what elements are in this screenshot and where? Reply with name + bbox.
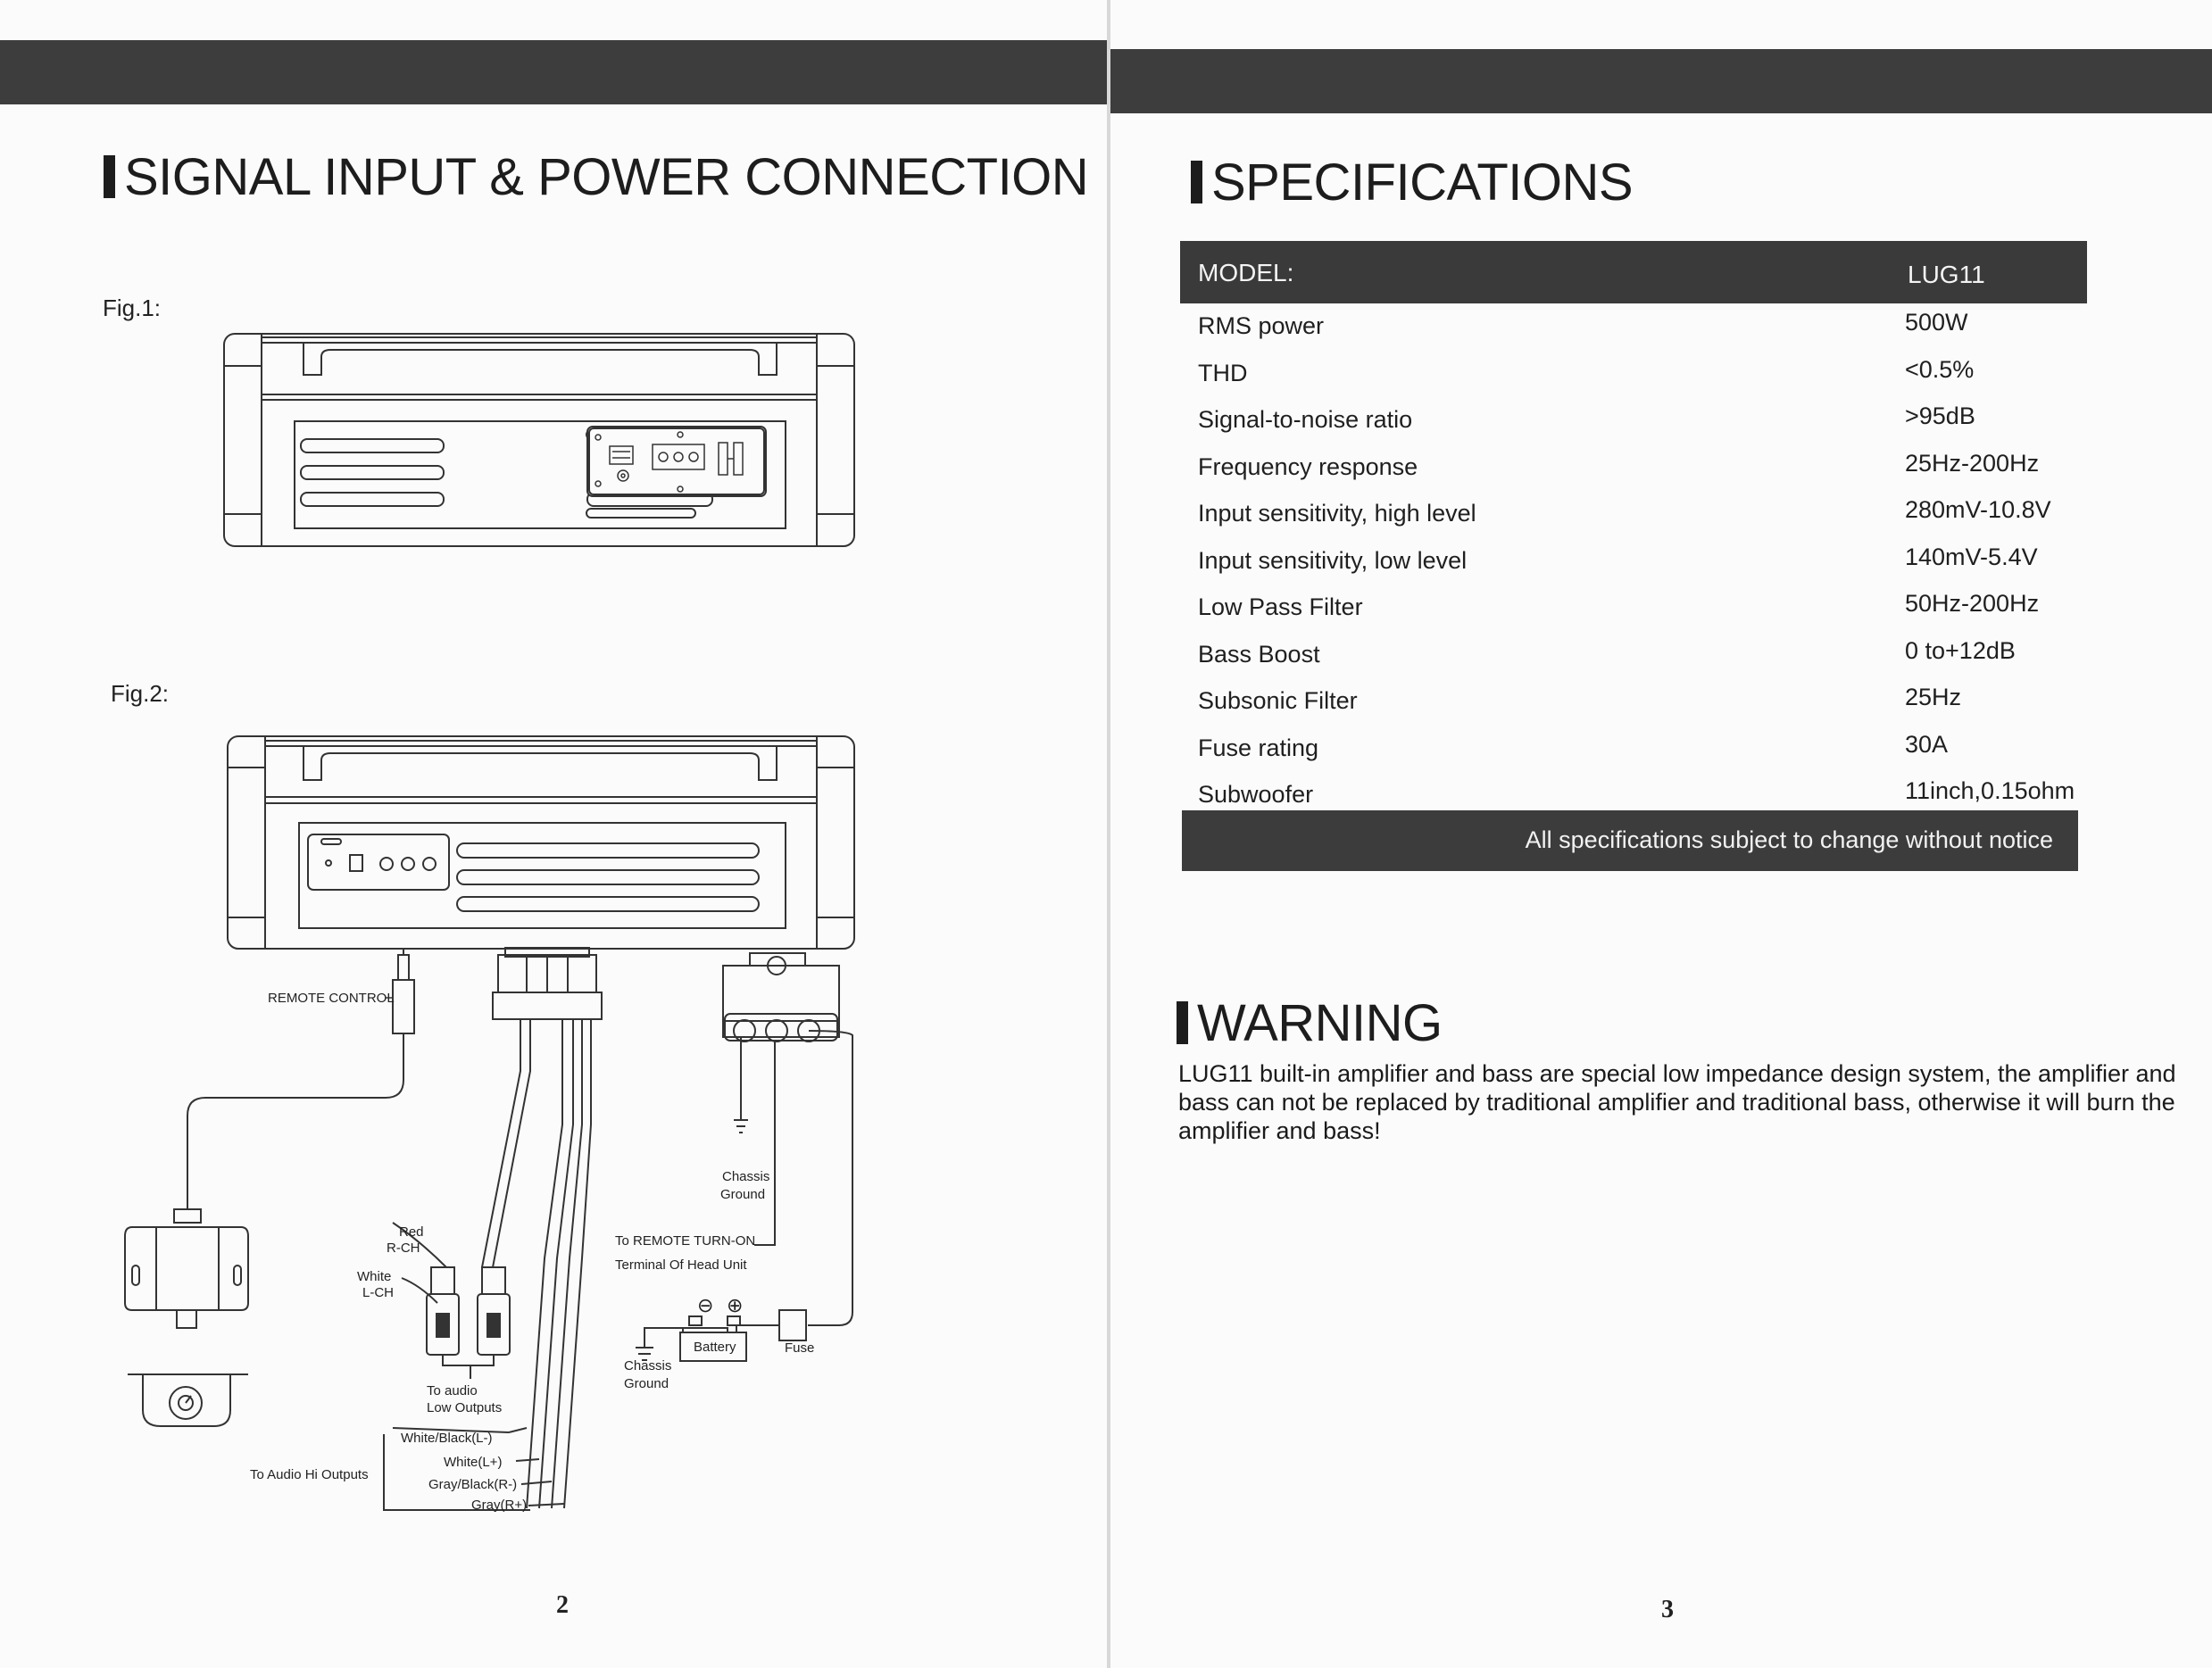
page-number-right: 3 [1661,1596,1674,1623]
spec-value: 11inch,0.15ohm [1905,777,2075,804]
warning-paragraph: LUG11 built-in amplifier and bass are sp… [1178,1060,2176,1144]
label-terminal-head-unit: Terminal Of Head Unit [615,1257,747,1273]
label-remote-control: REMOTE CONTROL [268,991,395,1006]
remote-control-unit [124,948,415,1427]
right-header-band [1110,49,2212,113]
label-to-audio-hi-outputs: To Audio Hi Outputs [250,1467,369,1482]
left-page: SIGNAL INPUT & POWER CONNECTION Fig.1: F… [0,40,1107,1619]
left-header-band [0,40,1107,104]
spec-row: Input sensitivity, low level 140mV-5.4V [1180,538,2087,585]
label-chassis-2: Chassis [624,1358,671,1373]
spec-table-footer: All specifications subject to change wit… [1182,810,2078,871]
spec-row: RMS power 500W [1180,303,2087,351]
battery-negative-icon: ⊖ [697,1294,713,1316]
fig1-label: Fig.1: [103,295,162,321]
diagram-labels: REMOTE CONTROL Red R-CH White L-CH To au… [250,991,814,1513]
label-gray-r-plus: Gray(R+) [471,1498,527,1513]
spec-row: Input sensitivity, high level 280mV-10.8V [1180,491,2087,538]
spec-row: Fuse rating 30A [1180,726,2087,773]
heading-text: SIGNAL INPUT & POWER CONNECTION [124,148,1089,206]
label-to-remote-turn-on: To REMOTE TURN-ON [615,1233,755,1249]
fig2-wiring-diagram: REMOTE CONTROL Red R-CH White L-CH To au… [124,735,855,1513]
spec-name: Subsonic Filter [1198,687,1358,714]
spec-name: Fuse rating [1198,734,1319,761]
spec-footer-note: All specifications subject to change wit… [1525,826,2053,853]
input-harness [383,947,603,1511]
spec-header-model: LUG11 [1908,261,1985,288]
fig2-label: Fig.2: [111,680,170,707]
book-spine [1107,0,1110,1668]
label-white-black-l: White/Black(L-) [401,1431,493,1446]
spec-value: 30A [1905,730,1949,758]
spec-row: Low Pass Filter 50Hz-200Hz [1180,585,2087,632]
spec-name: Bass Boost [1198,640,1320,668]
spec-value: >95dB [1905,402,1975,429]
section-heading-warning: WARNING [1177,993,1443,1053]
spec-name: Signal-to-noise ratio [1198,406,1413,433]
spec-name: Input sensitivity, high level [1198,500,1476,527]
spec-value: 500W [1905,309,1968,336]
label-ground-1: Ground [720,1187,765,1202]
label-battery: Battery [694,1340,736,1355]
spec-name: Input sensitivity, low level [1198,546,1468,574]
right-page: SPECIFICATIONS MODEL: LUG11 RMS power 500… [1110,0,2212,1668]
label-ground-2: Ground [624,1376,669,1391]
spec-row: Bass Boost 0 to+12dB [1180,632,2087,679]
spec-value: 140mV-5.4V [1905,543,2038,570]
spec-value: 25Hz-200Hz [1905,449,2040,477]
spec-name: Subwoofer [1198,781,1314,808]
label-gray-black-r: Gray/Black(R-) [428,1477,517,1492]
heading-marker [1191,161,1202,203]
power-terminal [636,952,853,1361]
spec-value: 280mV-10.8V [1905,496,2051,523]
spec-name: Frequency response [1198,452,1418,480]
spec-value: 50Hz-200Hz [1905,590,2040,617]
spec-value: 25Hz [1905,684,1962,710]
page-number-left: 2 [556,1591,569,1619]
section-heading-signal-input: SIGNAL INPUT & POWER CONNECTION [104,147,1089,207]
label-white: White [357,1269,391,1284]
spec-table-header: MODEL: LUG11 [1180,241,2087,303]
label-red: Red [399,1224,424,1240]
spec-row: Subsonic Filter 25Hz [1180,678,2087,726]
heading-text: WARNING [1197,994,1443,1052]
spec-name: RMS power [1198,312,1325,339]
spec-row: THD <0.5% [1180,351,2087,398]
label-to-audio: To audio [427,1383,478,1398]
fig2-enclosure [227,735,855,950]
label-l-ch: L-CH [362,1285,394,1300]
section-heading-specifications: SPECIFICATIONS [1191,153,1634,212]
specifications-table: MODEL: LUG11 RMS power 500W THD <0.5% Sign… [1180,241,2087,819]
heading-marker [104,155,115,198]
spec-header-label: MODEL: [1198,259,1294,286]
label-fuse: Fuse [785,1340,814,1356]
fig1-enclosure-diagram [223,333,855,547]
battery-positive-icon: ⊕ [727,1294,743,1316]
heading-text: SPECIFICATIONS [1211,154,1634,212]
spec-name: Low Pass Filter [1198,593,1363,620]
spec-row: Subwoofer 11inch,0.15ohm [1180,772,2087,819]
label-low-outputs: Low Outputs [427,1400,502,1415]
label-chassis-1: Chassis [722,1169,769,1184]
label-r-ch: R-CH [387,1241,420,1256]
heading-marker [1177,1001,1188,1044]
label-white-l-plus: White(L+) [444,1455,502,1470]
spec-row: Frequency response 25Hz-200Hz [1180,444,2087,492]
spec-row: Signal-to-noise ratio >95dB [1180,397,2087,444]
spec-value: <0.5% [1905,355,1975,383]
spec-value: 0 to+12dB [1905,636,2016,664]
spec-name: THD [1198,359,1248,386]
